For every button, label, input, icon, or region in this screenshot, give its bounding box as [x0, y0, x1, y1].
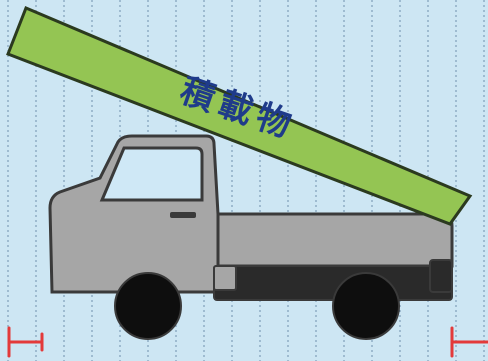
- cab-window: [99, 146, 204, 202]
- cargo-bar: [6, 6, 473, 226]
- marker-right-icon: [450, 326, 488, 358]
- step-panel: [213, 265, 237, 291]
- front-tire: [114, 272, 182, 340]
- undercarriage: [213, 265, 453, 301]
- rear-tire: [332, 272, 400, 340]
- truck-bed-panel: [212, 212, 454, 268]
- rear-bumper: [429, 259, 453, 293]
- truck: [48, 134, 454, 340]
- marker-left-icon: [7, 326, 44, 358]
- door-handle: [170, 212, 196, 218]
